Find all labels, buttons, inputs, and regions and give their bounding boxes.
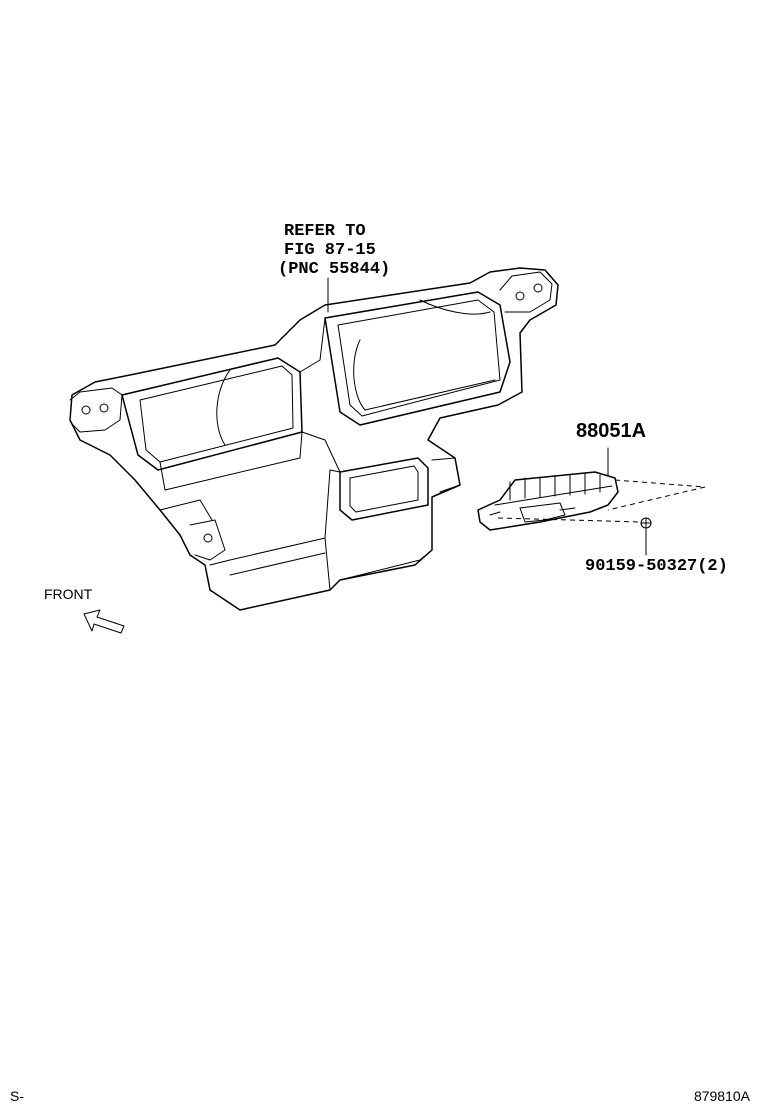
refer-label-line1: REFER TO — [284, 222, 366, 241]
refer-label-line2: FIG 87-15 — [284, 241, 376, 260]
air-duct-assembly — [69, 267, 559, 611]
footer-left-code: S- — [10, 1088, 24, 1104]
refer-label-line3: (PNC 55844) — [278, 260, 391, 279]
screw-90159-50327 — [640, 517, 652, 556]
figure-id: 879810A — [693, 1088, 750, 1104]
part-number-screw: 90159-50327(2) — [585, 557, 728, 576]
front-arrow-icon — [83, 609, 125, 634]
part-number-main: 88051A — [576, 420, 647, 442]
bracket-88051a — [477, 447, 706, 531]
front-label: FRONT — [44, 586, 93, 602]
